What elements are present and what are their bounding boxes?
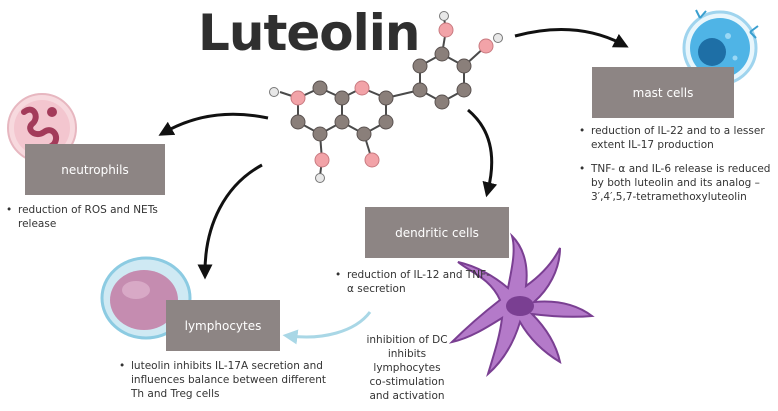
- diagram-title: Luteolin: [198, 4, 420, 62]
- lymphocytes-label-box: lymphocytes: [166, 300, 280, 351]
- dc-note-line: co-stimulation: [369, 376, 445, 388]
- mast-cells-effect-2: TNF- α and IL-6 release is reduced by bo…: [577, 162, 773, 204]
- dendritic-cells-label-box: dendritic cells: [365, 207, 509, 258]
- arrow-to-mast-cells: [514, 28, 629, 48]
- dc-inhibition-note: inhibition of DC inhibits lymphocytes co…: [352, 333, 462, 403]
- dc-note-line: and activation: [369, 390, 445, 402]
- arrow-to-neutrophils: [158, 112, 269, 136]
- mast-cells-effect-1: reduction of IL-22 and to a lesser exten…: [577, 124, 773, 152]
- arrow-to-lymphocytes: [197, 163, 263, 280]
- neutrophils-effects: reduction of ROS and NETs release: [4, 203, 184, 241]
- lymphocytes-effect-1: luteolin inhibits IL-17A secretion and i…: [117, 359, 327, 401]
- dendritic-cell-icon: [448, 232, 595, 378]
- arrow-dc-to-lymphocytes: [282, 311, 372, 345]
- mast-cells-label-box: mast cells: [592, 67, 734, 118]
- lymphocytes-effects: luteolin inhibits IL-17A secretion and i…: [117, 359, 327, 411]
- dendritic-cells-label: dendritic cells: [395, 225, 479, 240]
- neutrophils-label: neutrophils: [61, 162, 129, 177]
- mast-cells-effects: reduction of IL-22 and to a lesser exten…: [577, 124, 773, 214]
- luteolin-molecule-icon: [269, 11, 503, 183]
- dendritic-cells-effect-1: reduction of IL-12 and TNF-α secretion: [333, 268, 493, 296]
- neutrophils-label-box: neutrophils: [25, 144, 165, 195]
- neutrophils-effect-1: reduction of ROS and NETs release: [4, 203, 184, 231]
- dendritic-cells-effects: reduction of IL-12 and TNF-α secretion: [333, 268, 493, 306]
- lymphocytes-label: lymphocytes: [184, 318, 262, 333]
- dc-note-line: inhibits: [387, 348, 427, 360]
- arrow-to-dendritic-cells: [467, 108, 498, 198]
- dc-note-line: lymphocytes: [373, 362, 441, 374]
- dc-note-line: inhibition of DC: [366, 334, 448, 346]
- mast-cells-label: mast cells: [632, 85, 694, 100]
